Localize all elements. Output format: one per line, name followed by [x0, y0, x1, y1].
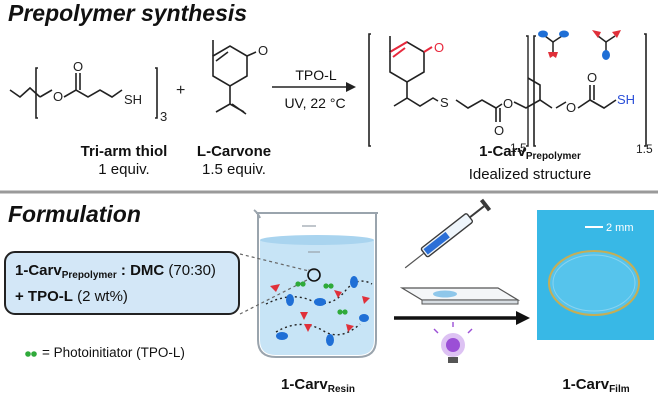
plus-sign: + — [176, 82, 185, 99]
prepolymer-name: 1-CarvPrepolymer — [479, 143, 581, 162]
product-carbonyl-oxygen-1: O — [494, 123, 504, 138]
formulation-line-2: + TPO-L (2 wt%) — [15, 288, 128, 305]
uv-lamp-icon — [433, 322, 473, 363]
film-label: 1-CarvFilm — [562, 376, 630, 395]
l-carvone-structure — [212, 40, 257, 115]
product-carvone-oxygen: O — [434, 40, 444, 55]
product-carbonyl-oxygen-2: O — [587, 70, 597, 85]
product-repeat-2: 1.5 — [636, 142, 653, 156]
tri-arm-thiol-structure — [9, 67, 158, 119]
process-arrowhead — [516, 311, 530, 325]
product-sulfur: S — [440, 95, 449, 110]
prepolymer-synthesis-heading: Prepolymer synthesis — [8, 0, 248, 26]
formulation-box: 1-CarvPrepolymer : DMC (70:30) + TPO-L (… — [4, 251, 240, 315]
prepolymer-caption: Idealized structure — [468, 166, 592, 183]
beaker — [253, 209, 378, 358]
photoinitiator-legend: = Photoinitiator (TPO-L) — [42, 345, 185, 360]
product-ester-oxygen-2: O — [566, 100, 576, 115]
reaction-arrowhead — [346, 82, 356, 92]
tri-arm-thiol-amount: 1 equiv. — [98, 161, 150, 178]
resin-label: 1-CarvResin — [281, 376, 355, 395]
l-carvone-amount: 1.5 equiv. — [202, 161, 266, 178]
product-ester-oxygen-1: O — [503, 96, 513, 111]
film-photo — [537, 210, 654, 340]
product-repeat-1: 1.5 — [510, 141, 527, 155]
tri-arm-thiol-label: Tri-arm thiol 1 equiv. — [64, 143, 184, 179]
zoom-circle — [307, 268, 321, 282]
carvone-oxygen: O — [258, 43, 268, 58]
thiol-carbonyl-oxygen: O — [73, 59, 83, 74]
tri-arm-icon-mixed — [592, 30, 621, 60]
thiol-arm-count: 3 — [160, 109, 167, 124]
photoinitiator-legend-icon — [25, 351, 37, 357]
tri-arm-icon-blue — [538, 30, 569, 58]
zoom-line-bottom — [239, 278, 310, 315]
glass-slide — [399, 287, 521, 305]
prepolymer-structure — [368, 33, 647, 147]
formulation-heading: Formulation — [8, 201, 141, 227]
reaction-reagent: TPO-L — [295, 67, 337, 83]
thiol-ester-oxygen: O — [53, 89, 63, 104]
l-carvone-label: L-Carvone 1.5 equiv. — [186, 143, 282, 179]
product-thiol-sh: SH — [617, 92, 635, 107]
scale-bar-label: 2 mm — [606, 222, 634, 234]
l-carvone-name: L-Carvone — [196, 143, 272, 160]
tri-arm-thiol-name: Tri-arm thiol — [80, 143, 168, 160]
thiol-sh-group: SH — [124, 92, 142, 107]
prepolymer-label: 1-CarvPrepolymer Idealized structure — [440, 143, 620, 184]
syringe-icon — [404, 198, 492, 269]
formulation-line-1: 1-CarvPrepolymer : DMC (70:30) — [15, 262, 216, 281]
resin-network — [265, 276, 373, 346]
reaction-conditions: UV, 22 °C — [284, 95, 346, 111]
